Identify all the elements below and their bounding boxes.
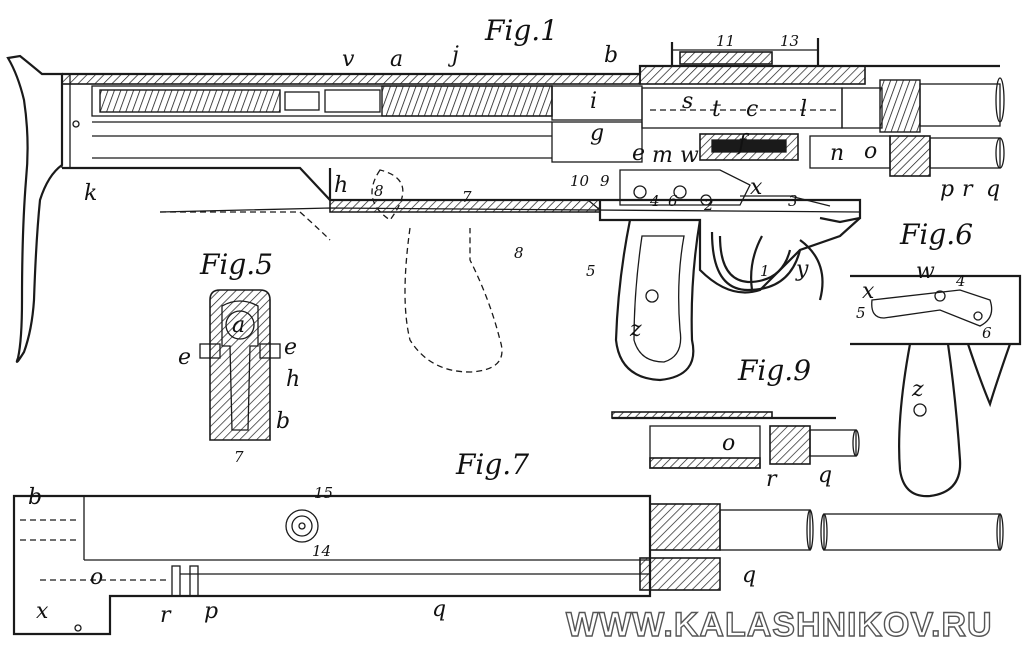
fig5-label-7: 7 [234,448,244,466]
bolt-block-g [551,121,643,163]
label-6: 6 [668,192,678,210]
label-t: t [712,97,721,122]
label-z: z [629,317,642,342]
label-b: b [604,43,618,68]
fig9-label-o: o [722,431,735,456]
watermark: WWW.KALASHNIKOV.RU [566,606,993,644]
label-2: 2 [703,196,714,214]
label-j: j [447,43,459,68]
label-e: e [632,141,645,166]
label-o: o [864,139,877,164]
fig9-caption: Fig.9 [737,354,811,387]
receiver-top-wall [61,73,641,85]
fig1-drawing [6,38,1005,382]
fig5-label-b: b [276,409,290,434]
label-5: 5 [586,262,596,280]
label-n: n [830,141,844,166]
label-p: p [940,177,954,202]
fig9-drawing [611,411,860,469]
label-4: 4 [649,192,660,210]
fig5-label-e2: e [284,335,297,360]
fig7-label-14: 14 [312,542,331,560]
fig7-label-15: 15 [314,484,333,502]
fig6-label-5: 5 [856,304,866,322]
label-11: 11 [716,32,735,50]
fig7-receiver [12,494,652,636]
fig9-label-r: r [766,467,778,492]
fig5-drawing [199,289,281,441]
label-h: h [334,173,348,198]
fig6-label-x: x [862,279,875,304]
label-i: i [590,89,597,114]
fig6-label-z: z [911,377,924,402]
fig7-label-r: r [160,603,172,628]
label-x: x [750,175,763,200]
fig6-label-4: 4 [955,272,966,290]
pistol-grip [614,219,702,382]
label-s: s [682,89,693,114]
label-10: 10 [570,172,590,190]
label-8b: 8 [514,244,524,262]
label-l: l [800,97,807,122]
label-7: 7 [462,188,472,206]
label-c: c [746,97,758,122]
fig9-label-q: q [818,463,832,488]
fig6-label-6: 6 [982,324,992,342]
fig5-caption: Fig.5 [199,248,273,281]
label-8a: 8 [374,182,384,200]
label-y: y [795,257,809,282]
fig6-drawing [850,274,1022,498]
fig7-label-x: x [36,599,49,624]
label-13: 13 [780,32,799,50]
label-m: m [652,143,673,168]
trigger [750,235,763,291]
fig6-label-w: w [916,259,935,284]
label-g: g [590,121,604,146]
trigger-guard [710,231,802,292]
label-r: r [962,177,974,202]
fig7-label-b: b [28,485,42,510]
fig6-caption: Fig.6 [899,218,973,251]
trigger-housing [598,200,861,294]
label-9: 9 [600,172,610,190]
recoil-spring-j [381,85,553,117]
label-k: k [84,181,97,206]
stock-butt [6,54,64,363]
fig5-label-h: h [286,367,300,392]
fig7-label-q2: q [432,597,446,622]
label-v: v [342,47,355,72]
label-1: 1 [760,262,770,280]
label-q: q [986,177,1000,202]
fig7-label-o: o [90,565,103,590]
recoil-spring-v [99,89,281,113]
fig5-label-a: a [232,313,245,338]
fig7-drawing [12,494,1004,636]
label-3: 3 [788,192,798,210]
fig7-label-q1: q [742,563,756,588]
fig5-label-e1: e [178,345,191,370]
label-w: w [680,143,699,168]
fig7-caption: Fig.7 [455,448,529,481]
receiver-top-wall-2 [639,65,866,85]
fig7-label-p: p [204,599,218,624]
fig1-caption: Fig.1 [484,14,558,47]
folded-forward-grip [160,211,503,373]
label-a: a [390,47,403,72]
